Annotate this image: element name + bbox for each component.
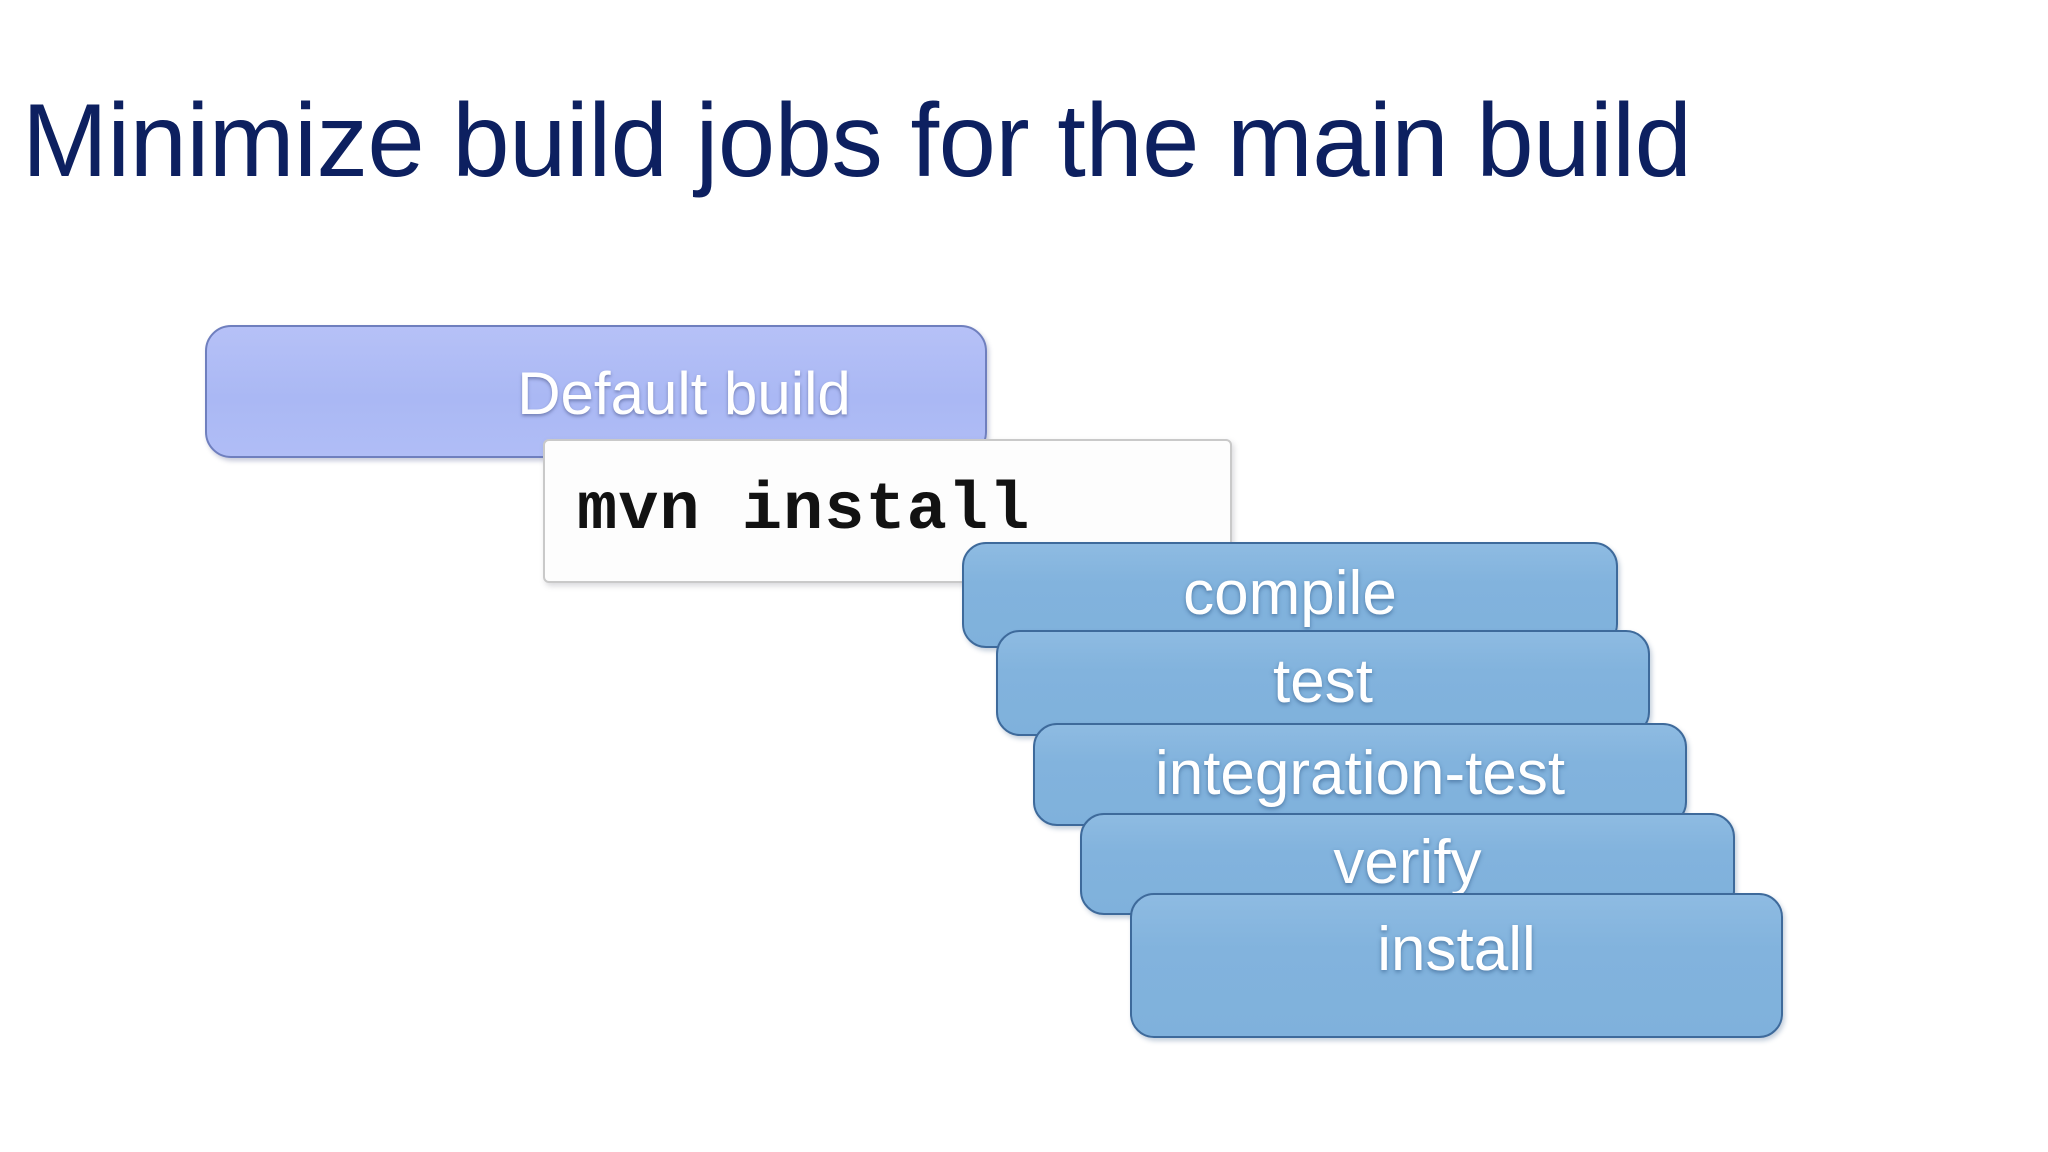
- page-title: Minimize build jobs for the main build: [22, 83, 1692, 199]
- phase-box-integration-test: integration-test: [1033, 723, 1687, 826]
- phase-label-verify: verify: [1333, 827, 1482, 897]
- phase-box-test: test: [996, 630, 1650, 736]
- mvn-install-command-label: mvn install: [577, 473, 1031, 549]
- default-build-label: Default build: [517, 360, 851, 427]
- phase-box-install: install: [1130, 893, 1783, 1038]
- phase-label-integration-test: integration-test: [1154, 739, 1566, 808]
- phase-label-install: install: [1377, 915, 1536, 984]
- phase-label-compile: compile: [1183, 558, 1397, 628]
- phase-label-test: test: [1273, 646, 1373, 716]
- default-build-box: Default build: [205, 325, 987, 458]
